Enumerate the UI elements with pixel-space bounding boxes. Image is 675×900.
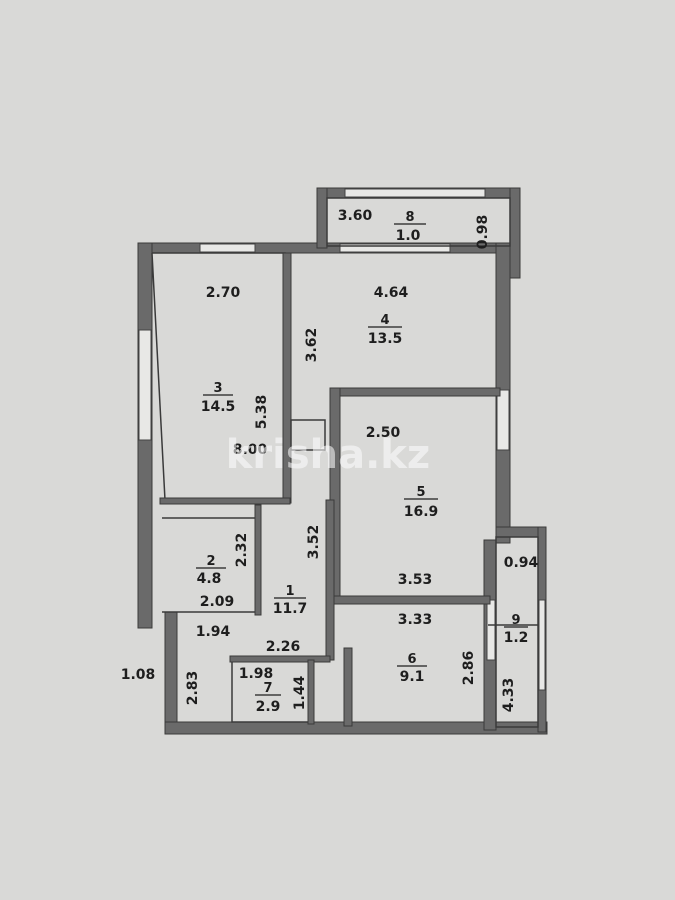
dim-balcony-right-width: 0.94	[504, 555, 539, 571]
window-balcony-right	[538, 599, 546, 691]
room-3-number: 3	[213, 381, 222, 396]
dim-left-stub: 1.08	[121, 667, 156, 683]
wall-hall-right	[325, 499, 335, 661]
room-5-number: 5	[416, 485, 425, 500]
dim-hall-bottom: 2.26	[266, 639, 301, 655]
dim-balcony-top-depth: 0.98	[475, 215, 491, 250]
dim-room4-width: 4.64	[374, 285, 409, 301]
wall-balcony-right-top	[495, 526, 545, 538]
niche	[290, 419, 326, 451]
window-balcony-top	[344, 188, 486, 198]
room-6-number: 6	[407, 652, 416, 667]
room-9-area: 1.2	[504, 630, 529, 646]
watermark: krisha.kz	[226, 432, 430, 478]
dim-room3-width: 2.70	[206, 285, 241, 301]
wall-top	[137, 242, 521, 254]
room-6-area: 9.1	[400, 669, 425, 685]
dim-room6-height: 2.86	[461, 651, 477, 686]
window-room3	[199, 243, 256, 253]
wall-bottom	[164, 721, 548, 735]
dim-room6-width: 3.33	[398, 612, 433, 628]
room-4-number: 4	[380, 313, 389, 328]
room-9-number: 9	[511, 613, 520, 628]
dim-hall-bottom-left: 1.94	[196, 624, 231, 640]
dim-room7-height: 1.44	[292, 675, 308, 710]
wall-left-lower	[164, 611, 178, 735]
room-1-area: 11.7	[273, 601, 308, 617]
inner-walls	[151, 197, 539, 728]
wall-balcony-top-right	[509, 187, 521, 279]
room-4-area: 13.5	[368, 331, 403, 347]
dimension-labels: 3.60 0.98 2.70 5.38 8.00 4.64 3.62 2.50 …	[121, 208, 539, 712]
dim-room3-inner: 8.00	[233, 442, 268, 458]
room-8-number: 8	[405, 210, 414, 225]
wall-balcony-top-left	[316, 187, 328, 249]
balcony-right-outline	[495, 536, 539, 728]
room-3-area: 14.5	[201, 399, 236, 415]
room-5-area: 16.9	[404, 504, 439, 520]
room-7-area: 2.9	[256, 699, 281, 715]
wall-7-top	[229, 655, 331, 663]
dim-room2-width: 2.09	[200, 594, 235, 610]
room-2-number: 2	[206, 554, 215, 569]
window-room6	[486, 599, 496, 661]
wall-5-6	[329, 595, 491, 605]
dim-room7-width: 1.98	[239, 666, 274, 682]
room-1-number: 1	[285, 584, 294, 599]
dim-room2-height: 2.32	[234, 533, 250, 568]
dim-room5-bottom: 3.53	[398, 572, 433, 588]
dim-hall-height: 3.52	[306, 525, 322, 560]
balcony-top-outline	[326, 197, 511, 247]
window-room3-side	[138, 329, 152, 441]
room-8-area: 1.0	[396, 228, 421, 244]
wall-4-5	[329, 387, 501, 397]
dim-room4-height: 3.62	[304, 328, 320, 363]
wall-2-right	[254, 504, 262, 616]
dim-balcony-right-height: 4.33	[501, 678, 517, 713]
dim-balcony-top-width: 3.60	[338, 208, 373, 224]
room-2-area: 4.8	[197, 571, 222, 587]
window-room5	[496, 389, 510, 451]
window-room4	[339, 243, 451, 253]
wall-3-bottom	[159, 497, 291, 505]
wall-7-right	[307, 659, 315, 725]
room-labels: 3 14.5 4 13.5 5 16.9 1 11.7 2 4.8 6 9.1 …	[196, 210, 528, 715]
dim-left-stub-height: 2.83	[185, 671, 201, 706]
dim-room5-width: 2.50	[366, 425, 401, 441]
dim-room3-height: 5.38	[254, 395, 270, 430]
windows	[138, 188, 546, 691]
wall-6-left	[343, 647, 353, 727]
room-7-number: 7	[263, 681, 272, 696]
